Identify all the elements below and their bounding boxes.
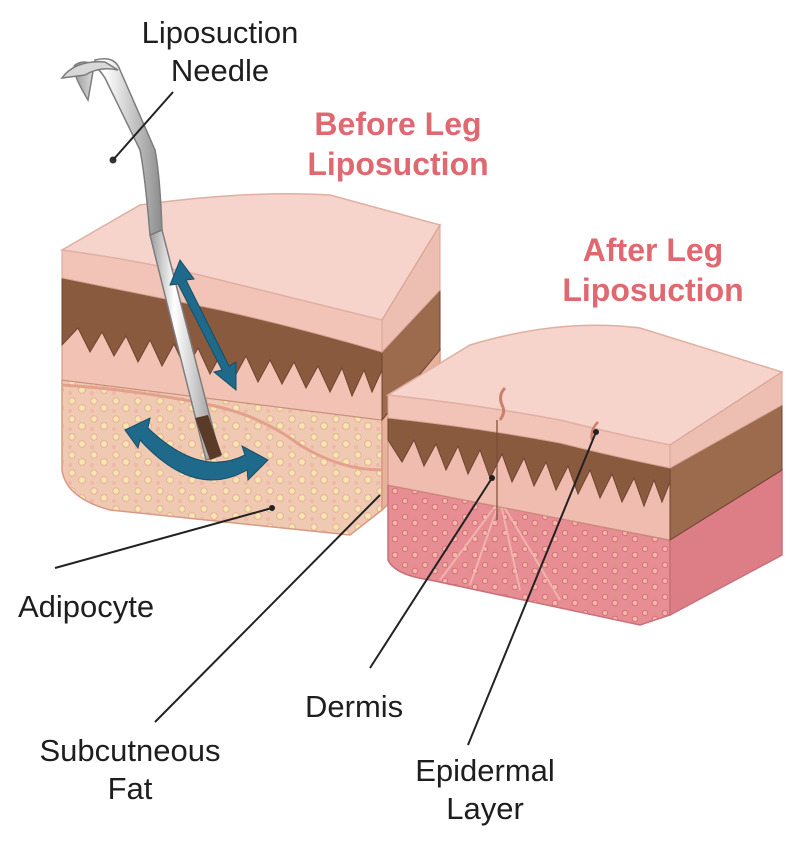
motion-arrows xyxy=(124,258,269,482)
after-skin-block xyxy=(385,324,784,626)
vertical-double-arrow xyxy=(169,258,237,392)
subcutaneous-fat-label: Subcutneous Fat xyxy=(10,732,250,808)
epidermal-label-line2: Layer xyxy=(446,791,524,826)
adipocyte-label: Adipocyte xyxy=(18,589,155,624)
fat-label-line2: Fat xyxy=(107,771,153,806)
needle-label-line2: Needle xyxy=(170,53,270,88)
after-title: After Leg Liposuction xyxy=(528,230,778,310)
needle-label: Liposuction Needle xyxy=(110,14,330,90)
after-title-line1: After Leg xyxy=(582,232,724,268)
before-skin-block xyxy=(59,193,442,536)
epidermal-label-line1: Epidermal xyxy=(415,753,555,788)
before-title-line2: Liposuction xyxy=(307,146,489,182)
dermis-leader xyxy=(369,477,493,669)
after-epidermis-top xyxy=(385,324,784,446)
needle-label-line1: Liposuction xyxy=(141,15,299,50)
adipocyte-leader xyxy=(54,507,273,569)
dermis-label: Dermis xyxy=(305,689,404,724)
before-title: Before Leg Liposuction xyxy=(268,104,528,184)
after-title-line2: Liposuction xyxy=(562,272,744,308)
fat-leader xyxy=(154,494,381,723)
before-title-line1: Before Leg xyxy=(314,106,482,142)
liposuction-cannula xyxy=(60,58,222,461)
curved-double-arrow xyxy=(124,417,269,482)
needle-leader xyxy=(112,91,174,161)
after-fat-layer xyxy=(387,484,671,626)
epidermal-layer-label: Epidermal Layer xyxy=(385,752,585,828)
epidermal-leader xyxy=(467,431,597,746)
fat-label-line1: Subcutneous xyxy=(39,733,221,768)
leader-lines xyxy=(54,91,597,746)
before-fat-layer xyxy=(61,379,383,536)
